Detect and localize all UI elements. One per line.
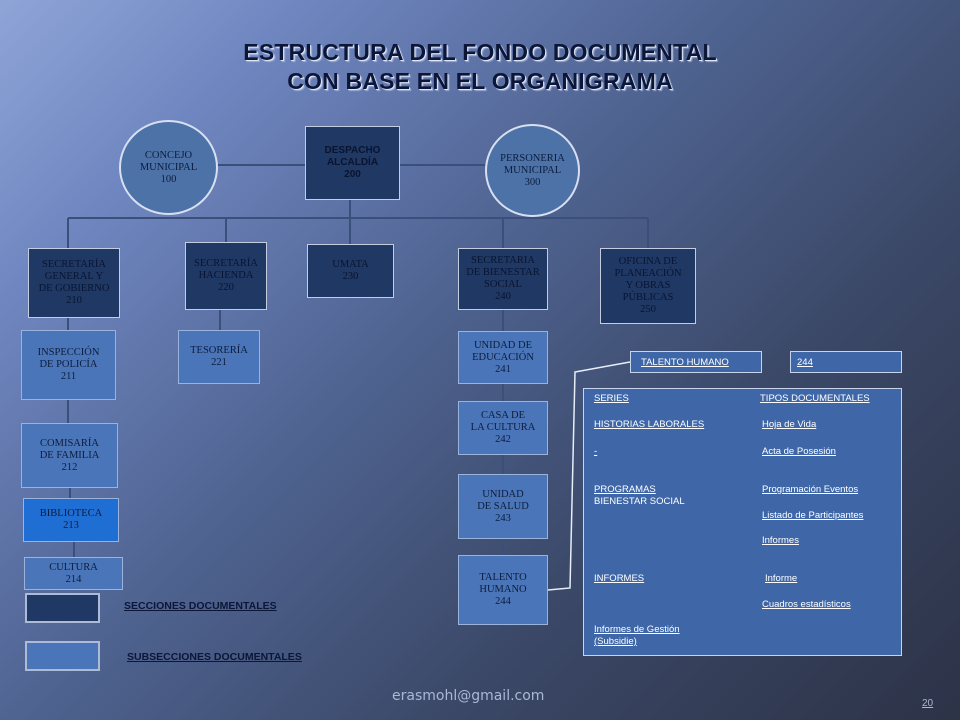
legend-label-subsecciones: SUBSECCIONES DOCUMENTALES bbox=[127, 651, 302, 663]
node-unidad-educacion: UNIDAD DE EDUCACIÓN 241 bbox=[458, 331, 548, 384]
title-line-2: CON BASE EN EL ORGANIGRAMA bbox=[287, 68, 673, 94]
node-line: SOCIAL bbox=[484, 279, 522, 290]
page-title: ESTRUCTURA DEL FONDO DOCUMENTAL CON BASE… bbox=[0, 38, 960, 96]
node-unidad-salud: UNIDAD DE SALUD 243 bbox=[458, 474, 548, 539]
tipo-hoja-vida: Hoja de Vida bbox=[762, 419, 817, 430]
tipo-listado-participantes: Listado de Participantes bbox=[762, 510, 864, 521]
col-tipos-header: TIPOS DOCUMENTALES bbox=[760, 393, 870, 404]
node-line: SECRETARIA bbox=[471, 255, 535, 266]
node-line: DESPACHO bbox=[324, 145, 381, 156]
serie-informes-gestion-2: (Subsidie) bbox=[594, 636, 637, 647]
node-line: PÚBLICAS bbox=[622, 292, 674, 303]
node-line: LA CULTURA bbox=[470, 422, 536, 433]
serie-programas-2: BIENESTAR SOCIAL bbox=[594, 496, 685, 507]
node-line: Y OBRAS bbox=[625, 280, 671, 291]
node-line: UNIDAD DE bbox=[473, 339, 533, 351]
serie-dash: - bbox=[594, 446, 598, 457]
node-line: DE SALUD bbox=[477, 500, 529, 512]
node-line: CONCEJO bbox=[144, 149, 193, 161]
node-tesoreria: TESORERÍA 221 bbox=[178, 330, 260, 384]
node-code: 212 bbox=[61, 461, 78, 473]
node-line: PLANEACIÓN bbox=[614, 268, 682, 279]
detail-header-name: TALENTO HUMANO bbox=[630, 351, 762, 373]
serie-informes-gestion: Informes de Gestión bbox=[594, 624, 680, 635]
serie-historias-laborales: HISTORIAS LABORALES bbox=[594, 419, 705, 430]
tipo-programacion-eventos: Programación Eventos bbox=[762, 484, 859, 495]
title-line-1: ESTRUCTURA DEL FONDO DOCUMENTAL bbox=[243, 39, 717, 65]
node-biblioteca: BIBLIOTECA 213 bbox=[23, 498, 119, 542]
node-secretaria-gobierno: SECRETARÍA GENERAL Y DE GOBIERNO 210 bbox=[28, 248, 120, 318]
tipo-cuadros-estadisticos: Cuadros estadísticos bbox=[762, 599, 851, 610]
node-code: 240 bbox=[495, 291, 511, 302]
legend-swatch-subsecciones bbox=[25, 641, 100, 671]
node-line: UMATA bbox=[332, 259, 369, 270]
node-code: 220 bbox=[218, 282, 234, 293]
node-code: 300 bbox=[524, 176, 541, 188]
node-line: MUNICIPAL bbox=[503, 164, 562, 176]
node-oficina-planeacion: OFICINA DE PLANEACIÓN Y OBRAS PÚBLICAS 2… bbox=[600, 248, 696, 324]
node-personeria-municipal: PERSONERIA MUNICIPAL 300 bbox=[485, 124, 580, 217]
node-line: OFICINA DE bbox=[618, 256, 678, 267]
legend-label-secciones: SECCIONES DOCUMENTALES bbox=[124, 600, 277, 612]
series-panel: SERIES TIPOS DOCUMENTALES HISTORIAS LABO… bbox=[583, 388, 902, 656]
node-code: 250 bbox=[640, 304, 656, 315]
tipo-acta-posesion: Acta de Posesión bbox=[762, 446, 836, 457]
node-line: ALCALDÍA bbox=[326, 157, 379, 168]
node-despacho-alcaldia: DESPACHO ALCALDÍA 200 bbox=[305, 126, 400, 200]
node-secretaria-hacienda: SECRETARÍA HACIENDA 220 bbox=[185, 242, 267, 310]
node-line: BIBLIOTECA bbox=[39, 508, 103, 519]
serie-programas: PROGRAMAS bbox=[594, 484, 656, 495]
node-code: 241 bbox=[495, 363, 511, 375]
node-line: DE FAMILIA bbox=[39, 449, 100, 461]
node-code: 100 bbox=[160, 173, 177, 185]
node-concejo-municipal: CONCEJO MUNICIPAL 100 bbox=[119, 120, 218, 215]
col-series-header: SERIES bbox=[594, 393, 629, 404]
node-code: 211 bbox=[60, 371, 77, 382]
node-line: HACIENDA bbox=[198, 270, 254, 281]
node-code: 213 bbox=[63, 520, 79, 531]
node-line: DE POLICÍA bbox=[39, 359, 98, 370]
node-cultura: CULTURA 214 bbox=[24, 557, 123, 590]
legend-swatch-secciones bbox=[25, 593, 100, 623]
node-line: DE BIENESTAR bbox=[466, 267, 540, 278]
node-line: EDUCACIÓN bbox=[472, 351, 534, 363]
node-code: 242 bbox=[495, 434, 511, 445]
node-line: CULTURA bbox=[49, 561, 98, 573]
node-line: UNIDAD bbox=[482, 488, 524, 500]
node-code: 200 bbox=[344, 169, 361, 180]
node-line: GENERAL Y bbox=[44, 271, 104, 282]
serie-informes: INFORMES bbox=[594, 573, 645, 584]
node-code: 221 bbox=[211, 357, 227, 368]
page-number: 20 bbox=[922, 698, 934, 709]
node-line: PERSONERIA bbox=[500, 152, 565, 164]
node-line: SECRETARÍA bbox=[42, 259, 106, 270]
node-code: 214 bbox=[65, 573, 82, 585]
node-line: MUNICIPAL bbox=[139, 161, 198, 173]
footer-email: erasmohl@gmail.com bbox=[392, 688, 545, 704]
node-line: TESORERÍA bbox=[190, 345, 248, 356]
node-inspeccion-policia: INSPECCIÓN DE POLICÍA 211 bbox=[21, 330, 116, 400]
node-line: HUMANO bbox=[479, 584, 527, 595]
node-umata: UMATA 230 bbox=[307, 244, 394, 298]
node-secretaria-bienestar-social: SECRETARIA DE BIENESTAR SOCIAL 240 bbox=[458, 248, 548, 310]
node-line: INSPECCIÓN bbox=[37, 347, 100, 358]
node-comisaria-familia: COMISARÍA DE FAMILIA 212 bbox=[21, 423, 118, 488]
node-talento-humano: TALENTO HUMANO 244 bbox=[458, 555, 548, 625]
node-code: 230 bbox=[342, 271, 359, 282]
node-line: COMISARÍA bbox=[40, 437, 99, 449]
node-line: TALENTO bbox=[479, 572, 527, 583]
node-line: DE GOBIERNO bbox=[38, 283, 110, 294]
tipo-informe: Informe bbox=[765, 573, 798, 584]
node-line: CASA DE bbox=[480, 410, 526, 421]
tipo-informes: Informes bbox=[762, 535, 799, 546]
node-code: 210 bbox=[66, 295, 82, 306]
detail-header-code: 244 bbox=[790, 351, 902, 373]
node-code: 244 bbox=[495, 596, 511, 607]
node-code: 243 bbox=[495, 512, 511, 524]
node-casa-cultura: CASA DE LA CULTURA 242 bbox=[458, 401, 548, 455]
node-line: SECRETARÍA bbox=[194, 258, 258, 269]
